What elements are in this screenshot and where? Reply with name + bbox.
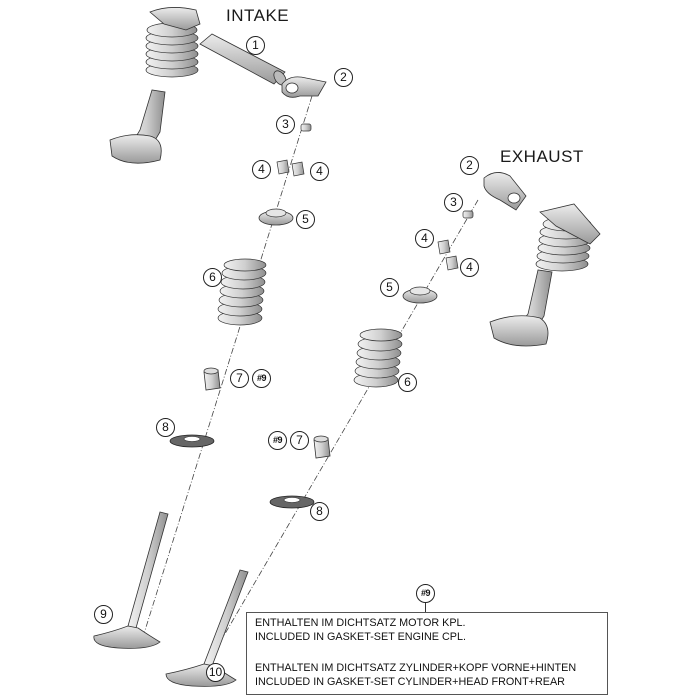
callout-4-intake-left: 4 bbox=[252, 160, 271, 179]
callout-3-exhaust: 3 bbox=[444, 193, 463, 212]
valve-shim-intake bbox=[300, 123, 312, 132]
legend-leader-line bbox=[425, 603, 426, 612]
callout-6-exhaust: 6 bbox=[398, 373, 417, 392]
callout-8-exhaust: 8 bbox=[310, 502, 329, 521]
callout-8-intake: 8 bbox=[156, 418, 175, 437]
callout-ref9-intake: #9 bbox=[252, 369, 271, 388]
callout-5-exhaust: 5 bbox=[380, 278, 399, 297]
intake-heading: INTAKE bbox=[226, 6, 290, 25]
valve-stem-seal-exhaust bbox=[313, 435, 331, 459]
legend-box: ENTHALTEN IM DICHTSATZ MOTOR KPL. INCLUD… bbox=[246, 612, 608, 695]
callout-9: 9 bbox=[94, 605, 113, 624]
valve-cotters-intake bbox=[276, 159, 305, 177]
callout-4-intake-right: 4 bbox=[310, 162, 329, 181]
intake-assembled-valve bbox=[109, 7, 201, 164]
callout-ref9-exhaust: #9 bbox=[268, 431, 287, 450]
spring-retainer-intake bbox=[258, 208, 294, 226]
rocker-shaft bbox=[199, 33, 287, 86]
spring-seat-intake bbox=[169, 434, 215, 448]
exhaust-heading: EXHAUST bbox=[500, 147, 584, 166]
callout-1: 1 bbox=[246, 36, 265, 55]
exhaust-assembled-valve bbox=[489, 203, 601, 347]
legend-line-1: ENTHALTEN IM DICHTSATZ MOTOR KPL. bbox=[255, 617, 466, 629]
callout-4-exhaust-right: 4 bbox=[460, 258, 479, 277]
callout-3-intake: 3 bbox=[276, 115, 295, 134]
legend-line-3: ENTHALTEN IM DICHTSATZ ZYLINDER+KOPF VOR… bbox=[255, 662, 577, 674]
callout-2-exhaust: 2 bbox=[460, 156, 479, 175]
valve-stem-seal-intake bbox=[203, 367, 221, 391]
rocker-arm-intake bbox=[281, 76, 327, 98]
callout-2-intake: 2 bbox=[334, 68, 353, 87]
valve-spring-exhaust bbox=[353, 328, 403, 388]
legend-ref9-tag: #9 bbox=[416, 584, 435, 603]
legend-line-4: INCLUDED IN GASKET-SET CYLINDER+HEAD FRO… bbox=[255, 676, 565, 688]
axis-lines bbox=[141, 95, 479, 669]
valve-shim-exhaust bbox=[462, 210, 474, 219]
callout-7-intake: 7 bbox=[230, 369, 249, 388]
callout-6-intake: 6 bbox=[203, 268, 222, 287]
legend-line-2: INCLUDED IN GASKET-SET ENGINE CPL. bbox=[255, 631, 466, 643]
callout-4-exhaust-left: 4 bbox=[415, 229, 434, 248]
callout-10: 10 bbox=[206, 663, 225, 682]
valve-cotters-exhaust bbox=[437, 239, 459, 271]
callout-5-intake: 5 bbox=[296, 210, 315, 229]
rocker-arm-exhaust bbox=[483, 172, 527, 211]
spring-seat-exhaust bbox=[269, 495, 315, 509]
callout-7-exhaust: 7 bbox=[290, 431, 309, 450]
spring-retainer-exhaust bbox=[402, 286, 438, 304]
valve-spring-intake bbox=[217, 258, 267, 326]
intake-valve bbox=[93, 511, 169, 649]
